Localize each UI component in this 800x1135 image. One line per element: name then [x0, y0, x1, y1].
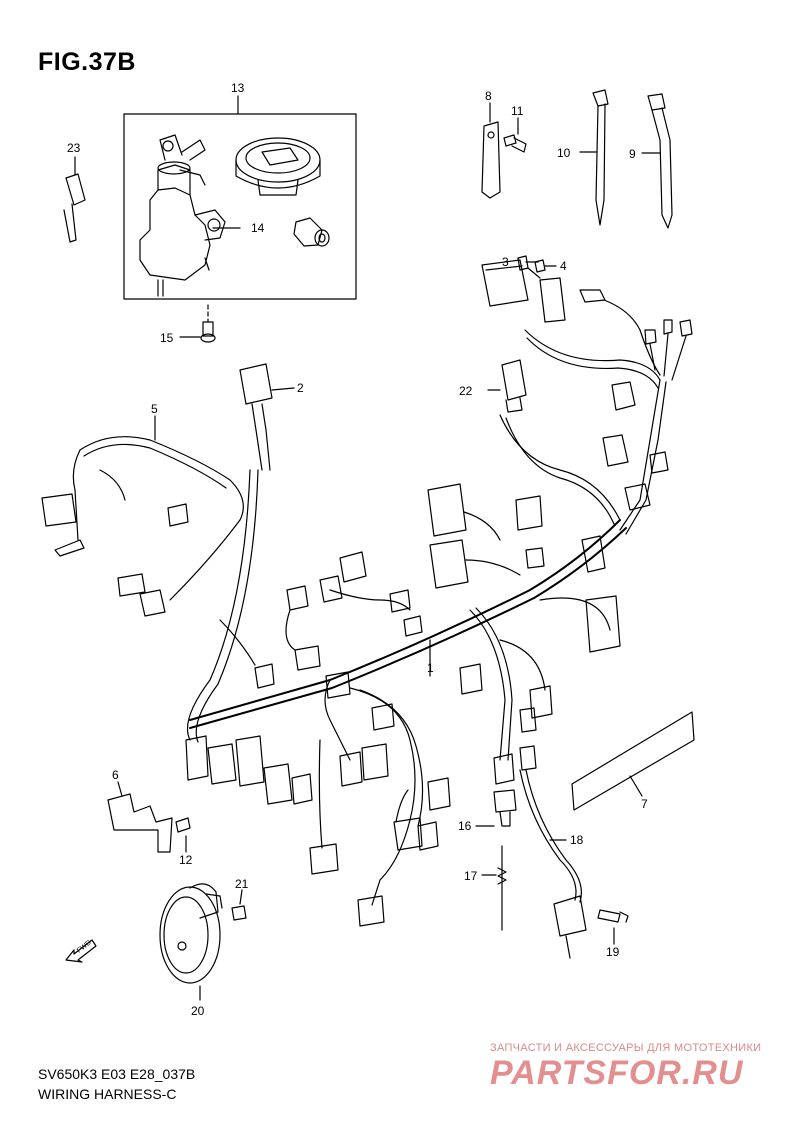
callout-21: 21	[235, 877, 249, 891]
horn-20	[159, 883, 223, 1001]
relay-fuse-3-4	[517, 255, 546, 273]
callout-22: 22	[459, 384, 473, 398]
callout-7: 7	[641, 797, 648, 811]
callout-15: 15	[160, 331, 174, 345]
figure-title: FIG.37B	[38, 48, 136, 76]
callout-11: 11	[511, 104, 524, 118]
screw-15	[179, 304, 216, 343]
ignition-key	[63, 156, 86, 243]
ignition-switch	[139, 134, 241, 297]
callout-1: 1	[427, 661, 434, 675]
callout-6: 6	[112, 768, 119, 782]
callout-9: 9	[629, 147, 636, 161]
lock-cylinder	[293, 217, 330, 247]
switch-16	[475, 789, 517, 827]
spring-17	[481, 845, 507, 931]
callout-3: 3	[502, 255, 509, 269]
model-code-label: SV650K3 E03 E28_037B	[38, 1066, 196, 1082]
callout-leaders	[154, 261, 557, 677]
callout-20: 20	[191, 1004, 205, 1018]
relay-22	[487, 359, 527, 413]
insulation-sheet-7	[571, 711, 695, 811]
connector-2	[239, 363, 295, 471]
fuel-tank-cap	[235, 137, 321, 196]
sub-harness-5	[41, 436, 259, 743]
screw-19	[597, 909, 629, 945]
callout-10: 10	[557, 146, 571, 160]
callout-4: 4	[560, 259, 567, 273]
callout-2: 2	[297, 381, 304, 395]
bolt-12	[175, 817, 191, 853]
connectors-center	[427, 414, 621, 589]
ignition-switch-set-box	[123, 95, 357, 300]
bolt-21	[231, 889, 247, 921]
cable-tie-9	[641, 93, 673, 229]
connectors-lower	[185, 595, 621, 927]
callout-numbers: 1 2 3 4 5 6 7 8 9 10 11 12 13 14 15 16 1…	[67, 81, 648, 1018]
callout-12: 12	[179, 853, 193, 867]
callout-8: 8	[485, 89, 492, 103]
bracket-6	[107, 781, 173, 853]
callout-17: 17	[464, 869, 478, 883]
connectors-middle	[219, 551, 423, 699]
callout-18: 18	[570, 833, 584, 847]
watermark-tagline: ЗАПЧАСТИ И АКСЕССУАРЫ ДЛЯ МОТОТЕХНИКИ	[490, 1042, 762, 1054]
callout-19: 19	[606, 945, 620, 959]
callout-23: 23	[67, 141, 81, 155]
callout-13: 13	[231, 81, 245, 95]
watermark-logo: PARTSFOR.RU	[490, 1054, 744, 1092]
callout-5: 5	[151, 402, 158, 416]
fwd-arrow-icon: FWD	[65, 939, 97, 963]
section-name-label: WIRING HARNESS-C	[38, 1086, 177, 1102]
callout-14: 14	[251, 221, 265, 235]
cable-tie-10	[579, 89, 609, 226]
switch-18	[519, 769, 587, 959]
clamp-bracket	[481, 102, 501, 199]
bolt-11	[503, 117, 527, 153]
callout-16: 16	[458, 819, 472, 833]
harness-branch-top-right	[481, 259, 693, 535]
main-harness-trunk	[189, 519, 627, 906]
